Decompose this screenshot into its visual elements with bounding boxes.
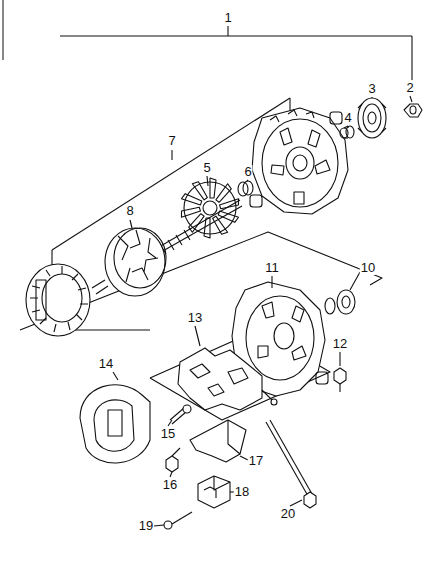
callout-number: 6 bbox=[243, 165, 252, 179]
callout-number: 12 bbox=[332, 337, 348, 351]
callout-number: 7 bbox=[167, 134, 176, 148]
callout-number: 10 bbox=[360, 261, 376, 275]
callout-number: 4 bbox=[343, 111, 352, 125]
callout-number: 17 bbox=[248, 454, 264, 468]
callout-number: 14 bbox=[98, 357, 114, 371]
callout-number: 13 bbox=[187, 311, 203, 325]
callout-number: 18 bbox=[234, 485, 250, 499]
callout-number: 8 bbox=[125, 204, 134, 218]
callout-number: 20 bbox=[280, 507, 296, 521]
callout-number: 5 bbox=[202, 161, 211, 175]
callout-number: 15 bbox=[160, 427, 176, 441]
callout-number: 11 bbox=[264, 261, 280, 275]
callout-number: 2 bbox=[405, 81, 414, 95]
callout-number: 19 bbox=[138, 519, 154, 533]
callout-number: 1 bbox=[223, 11, 232, 25]
callout-number: 16 bbox=[162, 478, 178, 492]
callout-number: 3 bbox=[367, 82, 376, 96]
